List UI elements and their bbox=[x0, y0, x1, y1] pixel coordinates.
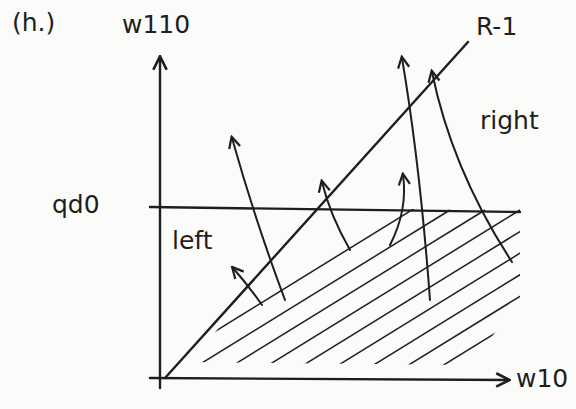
flow-arrow bbox=[322, 182, 350, 250]
flow-arrow bbox=[432, 72, 512, 262]
flow-arrow bbox=[402, 58, 430, 300]
region-label: left bbox=[172, 228, 213, 253]
tick-label: qd0 bbox=[52, 192, 100, 217]
y-axis bbox=[159, 58, 161, 388]
region-label: right bbox=[480, 108, 539, 133]
horizontal-line bbox=[150, 207, 520, 212]
axis-label: w10 bbox=[516, 366, 568, 391]
flow-arrow bbox=[232, 138, 285, 300]
panel-label: (h.) bbox=[12, 10, 55, 35]
diagonal-line bbox=[165, 42, 468, 378]
flow-arrows bbox=[232, 58, 512, 305]
axes bbox=[150, 42, 520, 388]
flow-arrow bbox=[390, 175, 404, 245]
axis-label: w110 bbox=[122, 12, 190, 37]
flow-arrow bbox=[233, 268, 262, 305]
hatching bbox=[120, 205, 576, 395]
line-label: R-1 bbox=[476, 14, 517, 39]
x-axis bbox=[150, 378, 508, 380]
